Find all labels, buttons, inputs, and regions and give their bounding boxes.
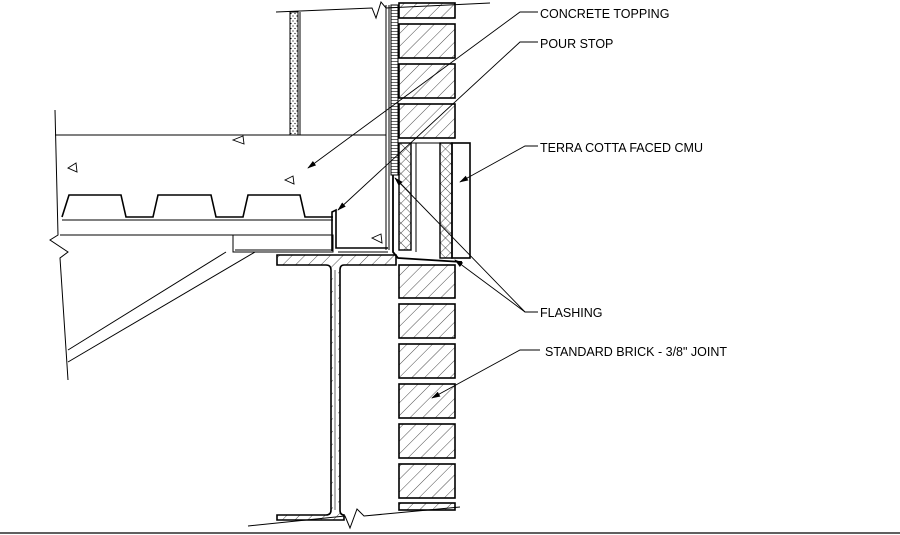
cmu-inner-shell <box>398 142 412 251</box>
metal-deck <box>61 194 333 218</box>
label-terra-cotta-faced-cmu: TERRA COTTA FACED CMU <box>540 141 703 155</box>
cmu-outer-shell <box>439 142 453 259</box>
gypsum-board <box>289 11 299 136</box>
flashing <box>392 175 463 263</box>
label-pour-stop: POUR STOP <box>540 37 613 51</box>
air-space-ladder <box>390 4 399 176</box>
brace <box>67 251 227 351</box>
top-break-line <box>275 0 491 20</box>
terra-cotta-face <box>451 142 471 259</box>
label-flashing: FLASHING <box>540 306 603 320</box>
left-break-line <box>49 109 69 381</box>
lower-brick-courses <box>398 264 456 511</box>
pour-stop <box>331 208 388 251</box>
label-concrete-topping: CONCRETE TOPPING <box>540 7 669 21</box>
label-standard-brick: STANDARD BRICK - 3/8" JOINT <box>545 345 727 359</box>
upper-brick-courses <box>398 2 456 139</box>
aggregate-marks <box>67 135 383 244</box>
leaders <box>307 11 540 399</box>
beam-top-flange <box>232 234 334 253</box>
